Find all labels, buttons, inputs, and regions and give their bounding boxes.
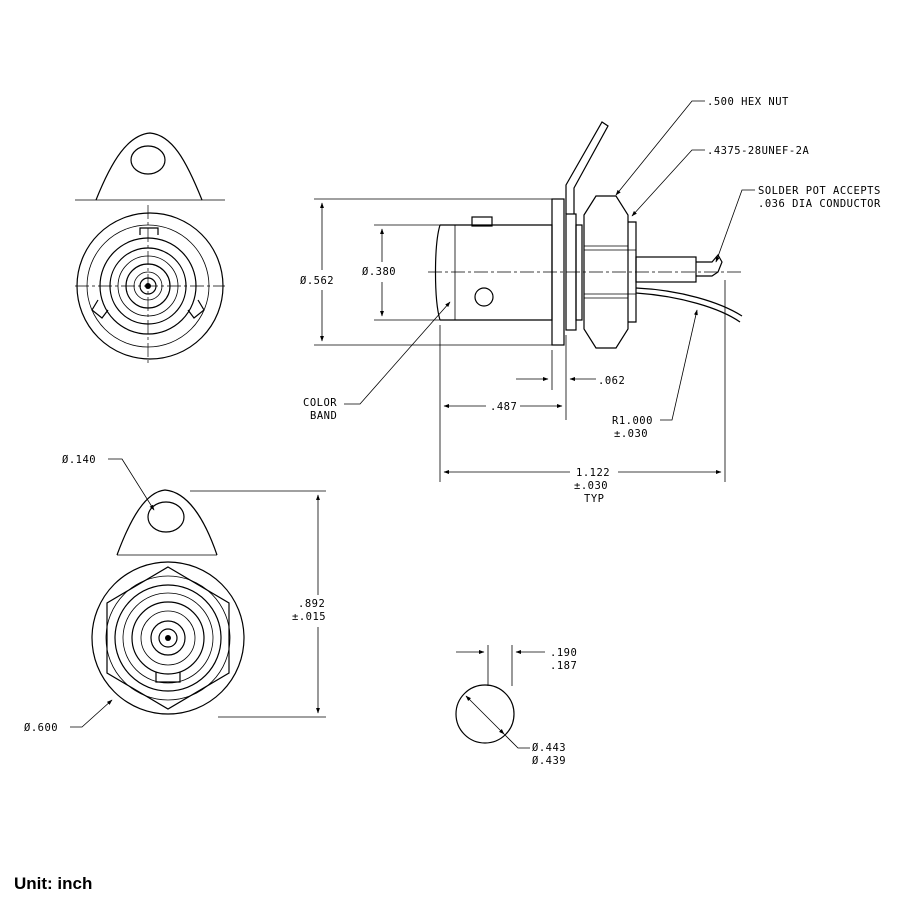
- unit-label: Unit: inch: [14, 874, 93, 893]
- hole-diameter-dim: Ø.140: [62, 454, 96, 466]
- overall-length-dim-line3: TYP: [584, 493, 604, 505]
- cut-diameter-dim-line1: Ø.443: [532, 742, 566, 754]
- flat-width-dim-line2: .187: [550, 660, 577, 672]
- side-view-dimensions: [314, 100, 755, 482]
- height-dim-line1: .892: [298, 598, 325, 610]
- end-view-front: [91, 489, 245, 715]
- cut-diameter-dim-line2: Ø.439: [532, 755, 566, 767]
- thread-callout: .4375-28UNEF-2A: [707, 145, 810, 157]
- radius-dim-line1: R1.000: [612, 415, 653, 427]
- radius-dim-line2: ±.030: [614, 428, 648, 440]
- drawing-labels: .500 HEX NUT .4375-28UNEF-2A SOLDER POT …: [24, 96, 881, 767]
- solder-pot-callout-line2: .036 DIA CONDUCTOR: [758, 198, 881, 210]
- side-view: [428, 121, 743, 349]
- d-cut-detail: [455, 645, 545, 749]
- color-band-callout-line2: BAND: [310, 410, 337, 422]
- outer-diameter-dim: Ø.600: [24, 722, 58, 734]
- front-view-dimensions: [70, 458, 326, 728]
- hex-nut-outline: [106, 566, 230, 710]
- overall-length-dim-line2: ±.030: [574, 480, 608, 492]
- overall-length-dim-line1: 1.122: [576, 467, 610, 479]
- body-diameter-dim: Ø.562: [300, 275, 334, 287]
- hex-nut-callout: .500 HEX NUT: [707, 96, 789, 108]
- height-dim-line2: ±.015: [292, 611, 326, 623]
- bore-diameter-dim: Ø.380: [362, 266, 396, 278]
- mounting-hole: [147, 501, 185, 533]
- body-length-dim: .487: [490, 401, 517, 413]
- solder-pot-callout-line1: SOLDER POT ACCEPTS: [758, 185, 881, 197]
- end-view-rear: [75, 132, 225, 365]
- flat-width-dim-line1: .190: [550, 647, 577, 659]
- mounting-hole: [130, 145, 166, 175]
- flange-thickness-dim: .062: [598, 375, 625, 387]
- color-band-callout-line1: COLOR: [303, 397, 337, 409]
